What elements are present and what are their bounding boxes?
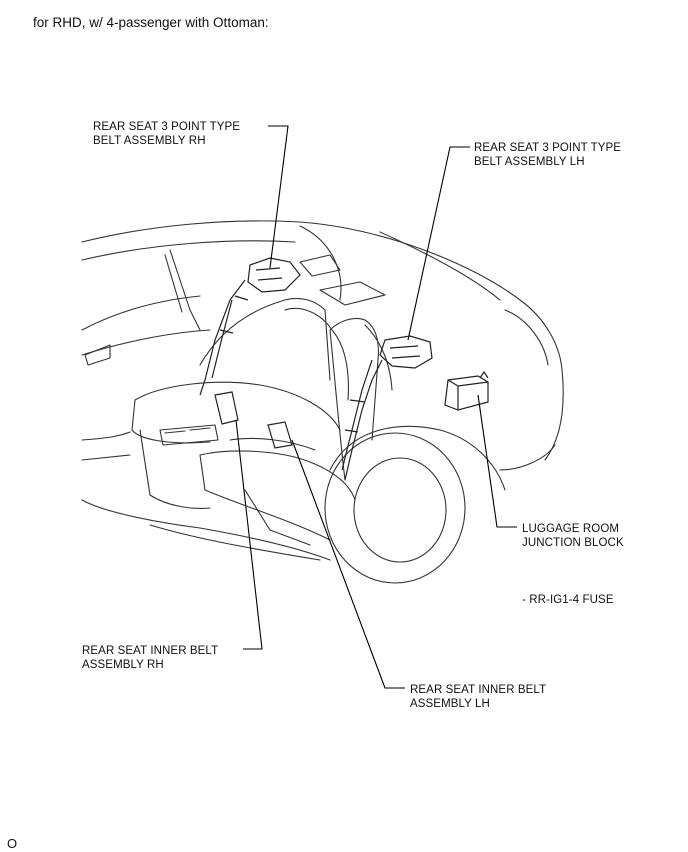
- corner-mark: O: [7, 836, 18, 851]
- inner-belt-rh-buckle: [214, 391, 239, 425]
- car-body: [81, 220, 564, 584]
- label-rear-seat-3pt-belt-lh: REAR SEAT 3 POINT TYPE BELT ASSEMBLY LH: [474, 142, 622, 168]
- diagram-heading: for RHD, w/ 4-passenger with Ottoman:: [33, 15, 269, 30]
- label-rr-ig1-4-fuse: - RR-IG1-4 FUSE: [522, 594, 614, 606]
- label-rear-seat-inner-belt-rh: REAR SEAT INNER BELT ASSEMBLY RH: [82, 645, 219, 671]
- label-luggage-room-junction-block: LUGGAGE ROOM JUNCTION BLOCK: [522, 523, 624, 549]
- label-rear-seat-inner-belt-lh: REAR SEAT INNER BELT ASSEMBLY LH: [410, 684, 547, 710]
- belt-retractor-rh: [199, 257, 301, 396]
- label-rear-seat-3pt-belt-rh: REAR SEAT 3 POINT TYPE BELT ASSEMBLY RH: [93, 121, 241, 147]
- leader-lines: [235, 125, 517, 689]
- belt-retractor-lh: [341, 335, 433, 481]
- inner-belt-lh-buckle: [267, 421, 293, 449]
- luggage-room-junction-block: [444, 370, 489, 411]
